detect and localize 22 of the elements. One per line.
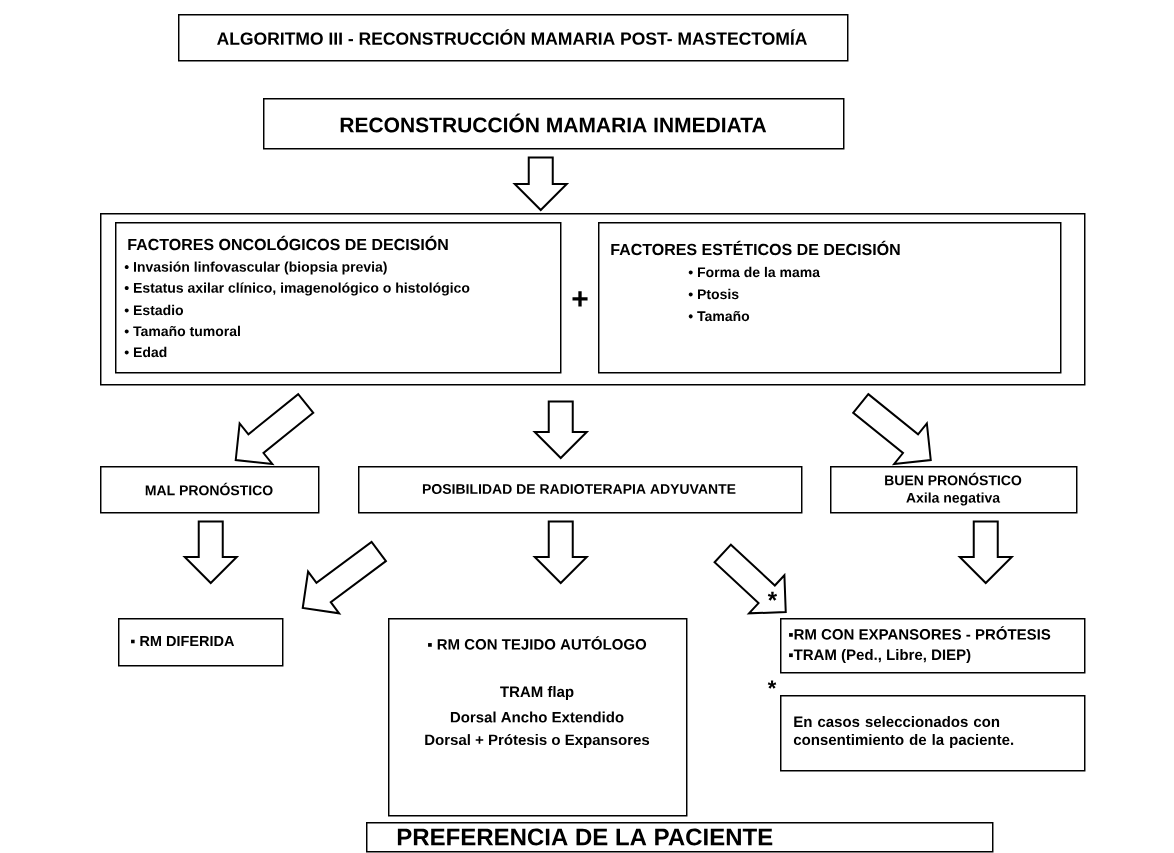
- block-arrow: [532, 520, 590, 585]
- block-arrow: [957, 520, 1015, 585]
- group-box: [100, 213, 1086, 386]
- block-arrow: [713, 543, 787, 615]
- process-box: POSIBILIDAD DE RADIOTERAPIA ADYUVANTE: [358, 466, 803, 514]
- plus-sign: +: [572, 291, 588, 307]
- edge-label: *: [767, 591, 778, 609]
- process-box: FACTORES ESTÉTICOS DE DECISIÓN • Forma de la mama • Ptosis • Tamaño: [598, 222, 1062, 374]
- block-arrow: [532, 400, 590, 460]
- process-box: ▪ RM CON TEJIDO AUTÓLOGO TRAM flap Dorsal Ancho Extendido Dorsal + Prótesis o Expansores: [388, 618, 688, 817]
- process-box: RECONSTRUCCIÓN MAMARIA INMEDIATA: [263, 98, 845, 150]
- process-box: En casos seleccionados con consentimiento de la paciente.: [780, 695, 1086, 772]
- process-box: ALGORITMO III - RECONSTRUCCIÓN MAMARIA POST- MASTECTOMÍA: [178, 14, 849, 62]
- process-box: ▪ RM DIFERIDA: [118, 618, 284, 667]
- process-box: PREFERENCIA DE LA PACIENTE: [366, 822, 994, 853]
- block-arrow: [512, 156, 570, 212]
- process-box: FACTORES ONCOLÓGICOS DE DECISIÓN • Invasión linfovascular (biopsia previa) • Estatus axilar clínico, imagenológico o histológico • Estadio • Tamaño tumoral • Edad: [115, 222, 562, 374]
- block-arrow: [182, 520, 240, 585]
- process-box: ▪RM CON EXPANSORES - PRÓTESIS ▪TRAM (Ped., Libre, DIEP): [780, 618, 1086, 674]
- asterisk: *: [767, 680, 777, 689]
- process-box: MAL PRONÓSTICO: [100, 466, 320, 514]
- process-box: BUEN PRONÓSTICO Axila negativa: [830, 466, 1078, 514]
